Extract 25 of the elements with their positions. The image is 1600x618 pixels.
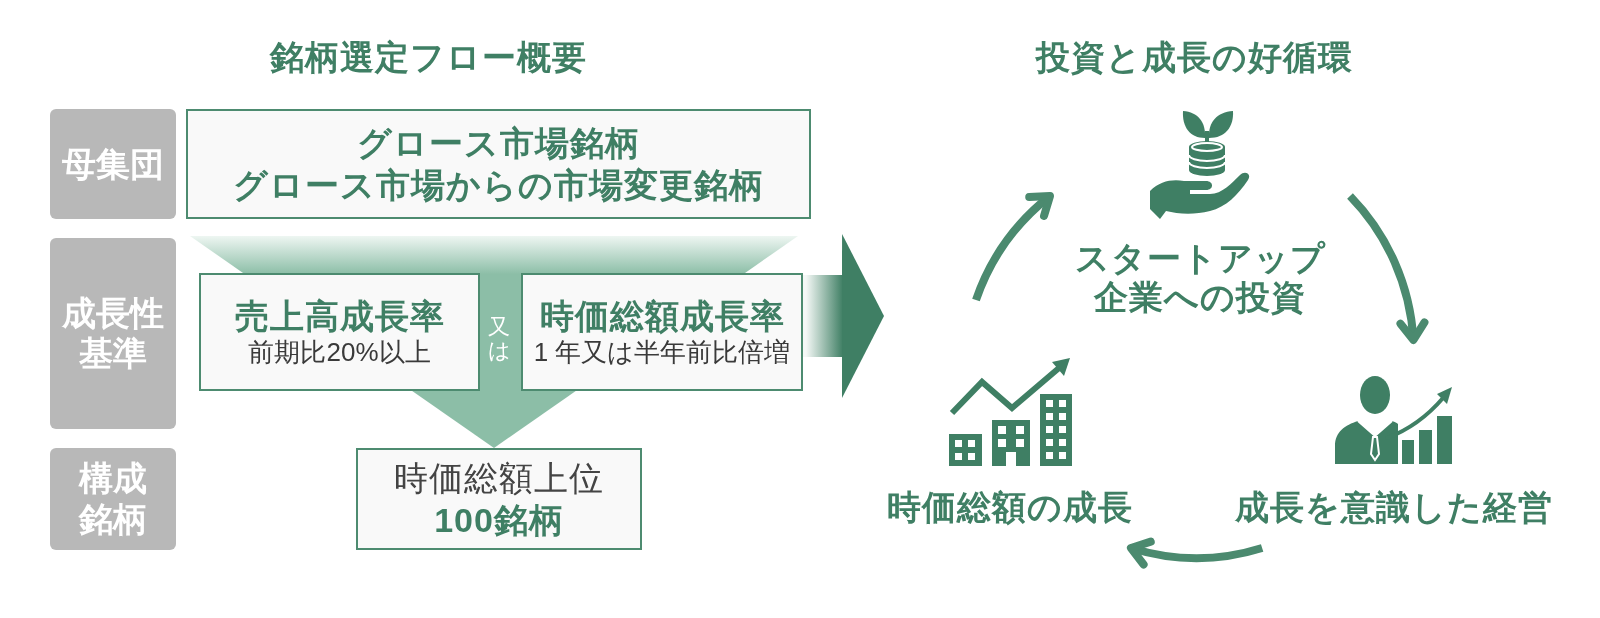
cycle-arrow — [1126, 536, 1264, 568]
section-title: 投資と成長の好循環 — [1035, 37, 1353, 78]
flow-box — [186, 109, 811, 219]
cycle-arrow — [1346, 193, 1428, 344]
row-label: 構成銘柄 — [50, 448, 176, 550]
row-label: 成長性基準 — [50, 238, 176, 429]
step-label: 時価総額の成長 — [887, 487, 1133, 528]
block-arrow — [803, 233, 885, 398]
box-heading: グロース市場からの市場変更銘柄 — [233, 165, 764, 206]
flow-box — [356, 448, 642, 550]
step-label: スタートアップ企業への投資 — [1073, 239, 1327, 318]
box-subtext: 前期比20%以上 — [248, 336, 431, 368]
box-heading: 100銘柄 — [434, 500, 564, 541]
section-title: 銘柄選定フロー概要 — [269, 37, 587, 78]
box-text: 時価総額上位 — [394, 457, 604, 499]
box-heading: 売上高成長率 — [234, 296, 445, 337]
box-heading: 時価総額成長率 — [539, 296, 785, 337]
box-subtext: 1 年又は半年前比倍増 — [533, 336, 791, 368]
flow-box — [199, 273, 480, 391]
step-label: 成長を意識した経営 — [1235, 487, 1553, 528]
flow-box — [521, 273, 803, 391]
row-label: 母集団 — [50, 109, 176, 219]
box-heading: グロース市場銘柄 — [357, 122, 640, 164]
conjunction-label: 又は — [488, 315, 510, 364]
cycle-arrow — [972, 192, 1054, 302]
